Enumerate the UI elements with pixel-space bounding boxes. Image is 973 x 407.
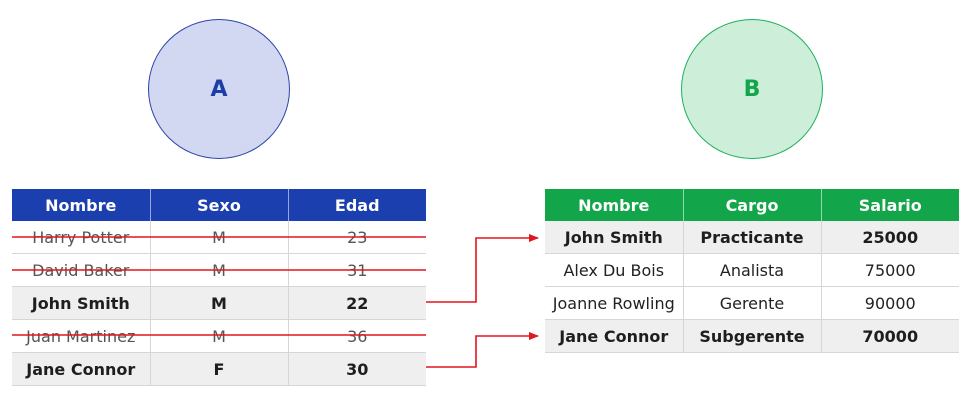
table-a-row: Juan Martinez M 36 (12, 319, 426, 353)
table-b-col-cargo: Cargo (683, 189, 822, 221)
table-b-row: Joanne Rowling Gerente 90000 (545, 286, 959, 320)
table-a-cell-sexo: M (150, 253, 289, 287)
table-a-cell-sexo: M (150, 319, 289, 353)
set-a-label: A (210, 76, 228, 102)
table-b-cell-nombre: Jane Connor (545, 319, 684, 353)
table-b-cell-salario: 90000 (821, 286, 959, 320)
table-b: Nombre Cargo Salario John Smith Practica… (545, 189, 959, 353)
table-b-cell-cargo: Analista (683, 253, 822, 287)
table-a-col-nombre: Nombre (12, 189, 151, 221)
table-b-row: Alex Du Bois Analista 75000 (545, 253, 959, 287)
table-a-header-row: Nombre Sexo Edad (12, 189, 426, 221)
table-b-row: John Smith Practicante 25000 (545, 221, 959, 254)
table-a-col-edad: Edad (288, 189, 426, 221)
table-a-row: Jane Connor F 30 (12, 352, 426, 386)
table-b-header-row: Nombre Cargo Salario (545, 189, 959, 221)
table-a-cell-sexo: M (150, 286, 289, 320)
table-a-cell-nombre: Jane Connor (12, 352, 151, 386)
table-a-cell-edad: 31 (288, 253, 426, 287)
table-b-col-salario: Salario (821, 189, 959, 221)
table-a: Nombre Sexo Edad Harry Potter M 23 David… (12, 189, 426, 386)
table-a-cell-sexo: F (150, 352, 289, 386)
set-a-circle: A (148, 19, 290, 159)
table-a-cell-nombre: John Smith (12, 286, 151, 320)
set-b-label: B (743, 76, 761, 102)
table-a-cell-edad: 30 (288, 352, 426, 386)
table-b-cell-nombre: John Smith (545, 221, 684, 254)
table-a-cell-nombre: Juan Martinez (12, 319, 151, 353)
table-a-cell-nombre: David Baker (12, 253, 151, 287)
table-a-cell-edad: 36 (288, 319, 426, 353)
table-a-cell-nombre: Harry Potter (12, 221, 151, 254)
table-b-cell-cargo: Gerente (683, 286, 822, 320)
table-b-col-nombre: Nombre (545, 189, 684, 221)
table-b-cell-cargo: Subgerente (683, 319, 822, 353)
connector-arrow-jane-connor (426, 332, 539, 368)
table-a-cell-edad: 23 (288, 221, 426, 254)
table-b-cell-salario: 70000 (821, 319, 959, 353)
table-a-cell-sexo: M (150, 221, 289, 254)
table-b-row: Jane Connor Subgerente 70000 (545, 319, 959, 353)
table-b-cell-cargo: Practicante (683, 221, 822, 254)
table-b-cell-nombre: Alex Du Bois (545, 253, 684, 287)
table-a-col-sexo: Sexo (150, 189, 289, 221)
table-a-cell-edad: 22 (288, 286, 426, 320)
table-b-cell-salario: 25000 (821, 221, 959, 254)
table-a-row: David Baker M 31 (12, 253, 426, 287)
set-b-circle: B (681, 19, 823, 159)
table-a-row: John Smith M 22 (12, 286, 426, 320)
table-a-row: Harry Potter M 23 (12, 221, 426, 254)
table-b-cell-salario: 75000 (821, 253, 959, 287)
connector-arrow-john-smith (426, 234, 539, 303)
table-b-cell-nombre: Joanne Rowling (545, 286, 684, 320)
